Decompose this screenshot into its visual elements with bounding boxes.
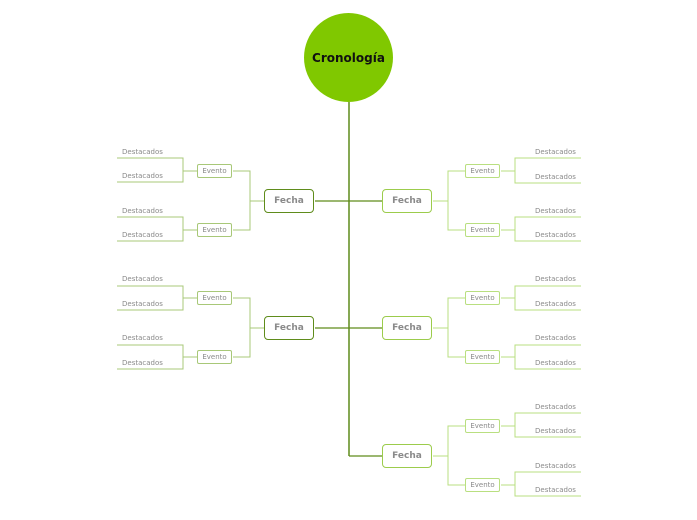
fecha-node-right-2[interactable]: Fecha xyxy=(382,316,432,340)
fecha-node-left-1[interactable]: Fecha xyxy=(264,189,314,213)
destacados-label[interactable]: Destacados xyxy=(122,300,163,308)
evento-node[interactable]: Evento xyxy=(465,291,500,305)
evento-node[interactable]: Evento xyxy=(465,419,500,433)
evento-node[interactable]: Evento xyxy=(465,164,500,178)
destacados-label[interactable]: Destacados xyxy=(535,173,576,181)
destacados-label[interactable]: Destacados xyxy=(122,207,163,215)
destacados-label[interactable]: Destacados xyxy=(122,334,163,342)
destacados-label[interactable]: Destacados xyxy=(535,207,576,215)
destacados-label[interactable]: Destacados xyxy=(122,275,163,283)
destacados-label[interactable]: Destacados xyxy=(535,427,576,435)
destacados-label[interactable]: Destacados xyxy=(535,275,576,283)
evento-node[interactable]: Evento xyxy=(197,291,232,305)
destacados-label[interactable]: Destacados xyxy=(535,148,576,156)
fecha-node-left-2[interactable]: Fecha xyxy=(264,316,314,340)
evento-node[interactable]: Evento xyxy=(465,223,500,237)
evento-node[interactable]: Evento xyxy=(197,350,232,364)
destacados-label[interactable]: Destacados xyxy=(535,359,576,367)
evento-node[interactable]: Evento xyxy=(197,223,232,237)
destacados-label[interactable]: Destacados xyxy=(535,486,576,494)
destacados-label[interactable]: Destacados xyxy=(122,231,163,239)
root-node-cronologia[interactable]: Cronología xyxy=(304,13,393,102)
fecha-node-right-3[interactable]: Fecha xyxy=(382,444,432,468)
evento-node[interactable]: Evento xyxy=(197,164,232,178)
destacados-label[interactable]: Destacados xyxy=(122,148,163,156)
destacados-label[interactable]: Destacados xyxy=(535,231,576,239)
destacados-label[interactable]: Destacados xyxy=(535,462,576,470)
fecha-node-right-1[interactable]: Fecha xyxy=(382,189,432,213)
destacados-label[interactable]: Destacados xyxy=(122,172,163,180)
destacados-label[interactable]: Destacados xyxy=(535,403,576,411)
evento-node[interactable]: Evento xyxy=(465,478,500,492)
destacados-label[interactable]: Destacados xyxy=(535,300,576,308)
destacados-label[interactable]: Destacados xyxy=(535,334,576,342)
evento-node[interactable]: Evento xyxy=(465,350,500,364)
destacados-label[interactable]: Destacados xyxy=(122,359,163,367)
